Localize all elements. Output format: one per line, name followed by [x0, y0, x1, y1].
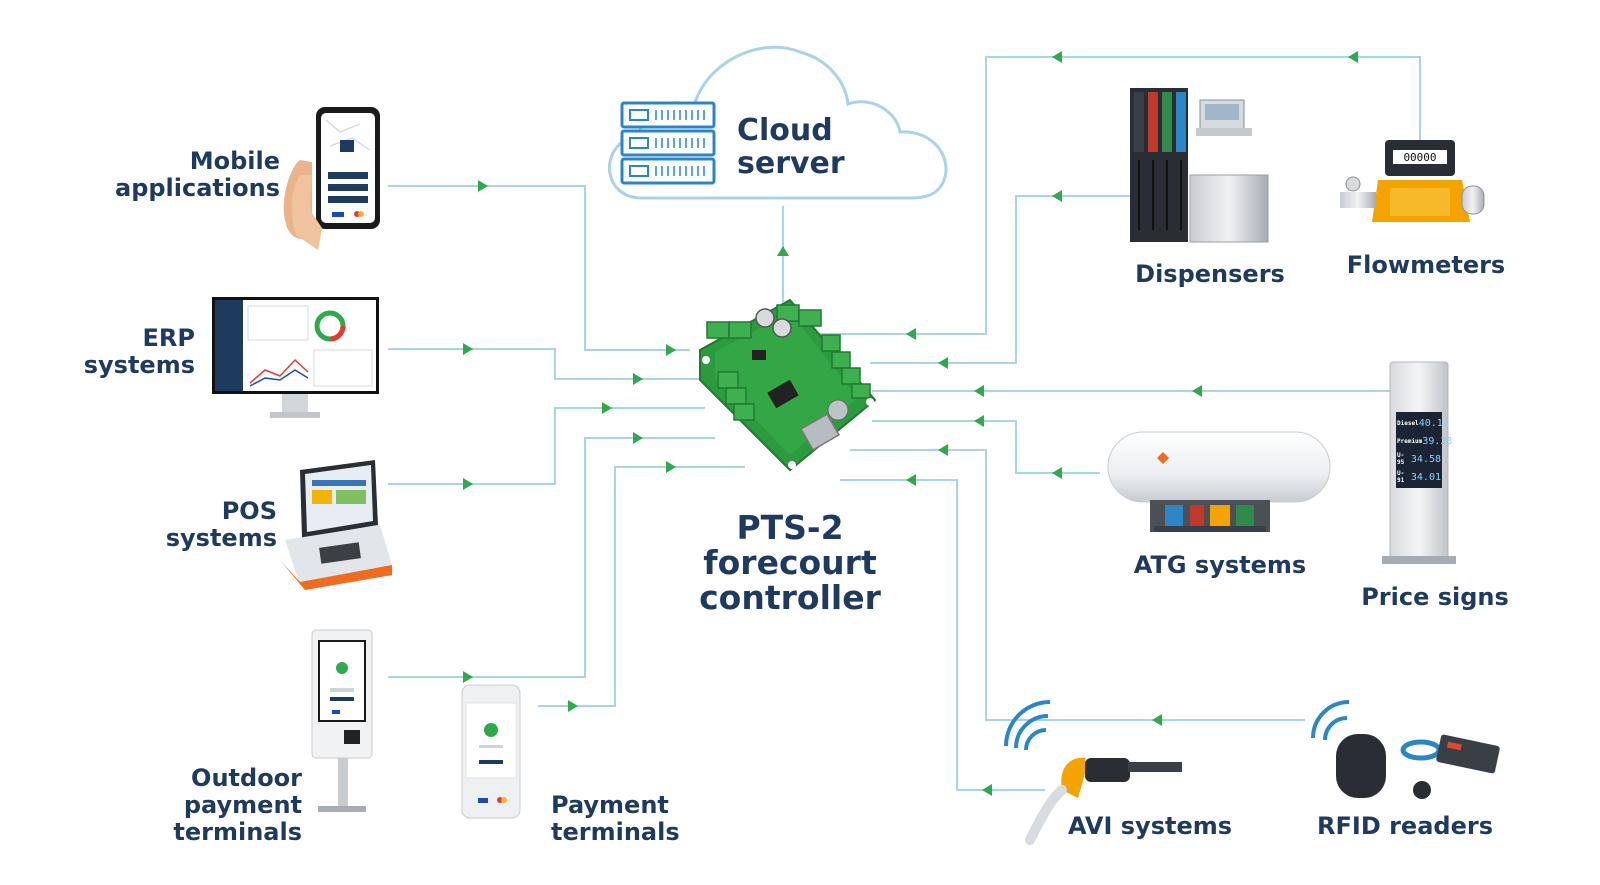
price-fuel-name: Premium [1397, 437, 1423, 445]
flowmeter-icon: 00000 [1340, 140, 1485, 222]
label-payment-1: Payment [551, 791, 669, 819]
price-value: 40.12 [1418, 417, 1449, 429]
arrow-payment [568, 700, 578, 712]
hub-line-3: controller [699, 578, 881, 617]
arrow-rfid-2 [938, 444, 948, 456]
arrow-erp [463, 343, 473, 355]
price-fuel-name: Diesel [1397, 419, 1419, 427]
hub-line-1: PTS-2 [736, 508, 844, 547]
arrow-atg [1052, 467, 1062, 479]
price-row: U-91 34.01 [1397, 468, 1441, 486]
controller-board-icon [699, 298, 877, 472]
label-rfid: RFID readers [1317, 812, 1493, 840]
arrow-dispensers-2 [938, 357, 948, 369]
label-outdoor-3: terminals [173, 818, 302, 846]
label-outdoor-2: payment [183, 791, 302, 819]
arrow-avi-2 [906, 474, 916, 486]
arrowheads [463, 51, 1358, 796]
line-mobile [388, 185, 690, 351]
price-value: 34.01 [1410, 471, 1441, 483]
arrow-flowmeters [1348, 51, 1358, 63]
cloud-label: Cloud server [737, 114, 845, 180]
pos-terminal-icon [280, 460, 392, 590]
label-mobile-1: Mobile [189, 147, 280, 175]
payment-terminal-icon [461, 684, 521, 819]
label-payment-2: terminals [551, 818, 680, 846]
cloud-line-1: Cloud [737, 113, 833, 148]
cloud-line-2: server [737, 146, 845, 181]
arrow-outdoor-2 [633, 432, 643, 444]
price-row: Diesel 40.12 [1397, 414, 1449, 432]
label-outdoor: Outdoor payment terminals [130, 765, 302, 846]
line-outdoor [388, 437, 715, 678]
hub-line-2: forecourt [703, 543, 877, 582]
label-price-signs: Price signs [1361, 583, 1509, 611]
avi-nozzle-icon [1004, 700, 1182, 845]
server-rack-icon [620, 101, 716, 185]
line-dispensers [870, 195, 1137, 364]
price-fuel-name: U-91 [1397, 470, 1405, 484]
arrow-mobile [478, 180, 488, 192]
label-mobile-2: applications [115, 174, 280, 202]
arrow-cloud [777, 246, 789, 256]
arrow-price-2 [974, 385, 984, 397]
label-avi: AVI systems [1067, 812, 1233, 840]
label-flowmeters: Flowmeters [1346, 251, 1506, 279]
arrow-mobile-2 [666, 344, 676, 356]
label-atg: ATG systems [1133, 551, 1307, 579]
label-erp-1: ERP [142, 324, 195, 352]
line-rfid [850, 449, 1305, 721]
label-erp: ERP systems [40, 325, 195, 379]
arrow-outdoor [463, 671, 473, 683]
label-pos: POS systems [110, 498, 277, 552]
flowmeter-counter: 00000 [1403, 151, 1436, 164]
line-pos [388, 407, 705, 485]
mobile-phone-icon [283, 107, 380, 250]
arrow-rfid [1152, 714, 1162, 726]
label-pos-2: systems [165, 524, 277, 552]
label-pos-1: POS [221, 497, 277, 525]
price-value: 34.58 [1410, 453, 1441, 465]
line-avi [840, 479, 1045, 791]
arrow-price [1192, 385, 1202, 397]
price-row: Premium 39.23 [1397, 432, 1452, 450]
price-row: U-95 34.58 [1397, 450, 1441, 468]
arrow-flowmeters-3 [906, 328, 916, 340]
fuel-dispenser-icon [1130, 88, 1269, 243]
line-erp [388, 348, 700, 380]
label-erp-2: systems [83, 351, 195, 379]
arrow-avi [982, 784, 992, 796]
outdoor-kiosk-icon [311, 629, 373, 812]
label-outdoor-1: Outdoor [191, 764, 302, 792]
price-sign-icon [1382, 361, 1456, 564]
label-dispensers: Dispensers [1135, 260, 1285, 288]
erp-monitor-icon [212, 297, 379, 418]
price-sign-display: Diesel 40.12 Premium 39.23 U-95 34.58 U-… [1397, 414, 1452, 486]
label-payment: Payment terminals [551, 792, 731, 846]
price-fuel-name: U-95 [1397, 452, 1405, 466]
rfid-reader-icon [1311, 700, 1500, 799]
line-flowmeters [815, 56, 1421, 335]
hub-title: PTS-2 forecourt controller [640, 510, 940, 615]
arrow-pos [463, 478, 473, 490]
arrow-atg-2 [974, 415, 984, 427]
arrow-erp-2 [633, 373, 643, 385]
price-value: 39.23 [1422, 435, 1453, 447]
atg-tank-icon [1107, 431, 1331, 532]
arrow-flowmeters-2 [1052, 51, 1062, 63]
arrow-payment-2 [666, 461, 676, 473]
arrow-dispensers [1052, 190, 1062, 202]
label-mobile: Mobile applications [90, 148, 280, 202]
arrow-pos-2 [602, 402, 612, 414]
